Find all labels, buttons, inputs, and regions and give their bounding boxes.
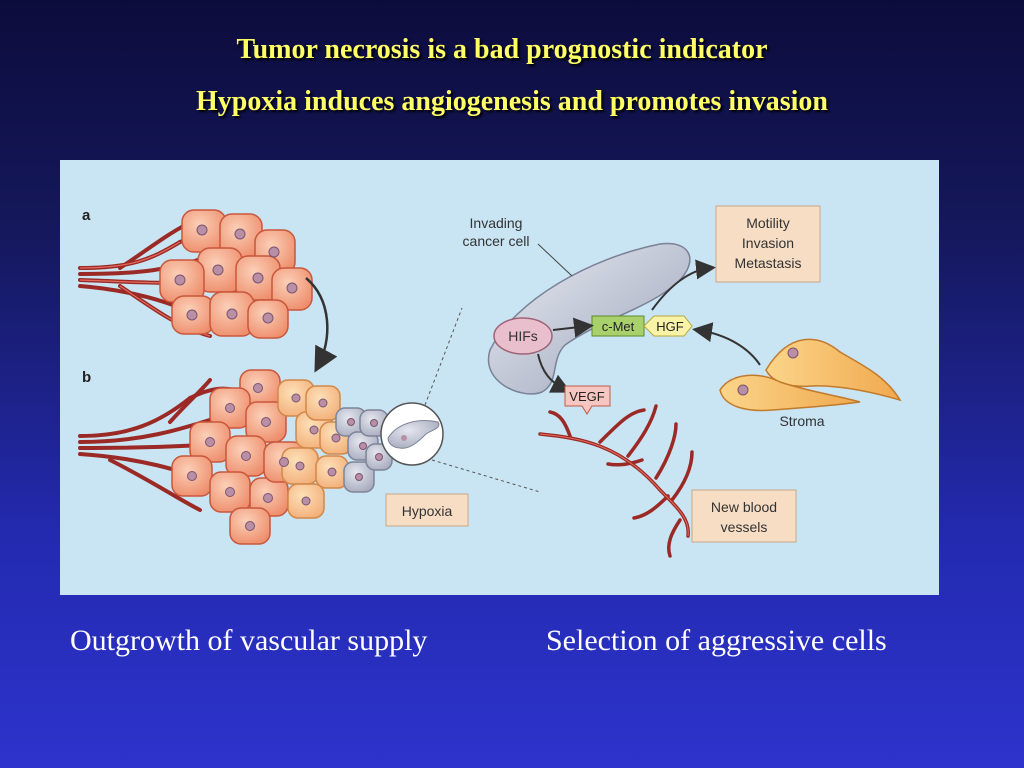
new-vessels-box [691, 489, 797, 543]
invading-label-line1: Invading [470, 215, 523, 231]
invasion-label: Invasion [742, 235, 794, 251]
invading-label-line2: cancer cell [463, 233, 530, 249]
panel-a-tumor-cluster [159, 209, 313, 339]
transition-arrow [305, 277, 338, 373]
caption-outgrowth: Outgrowth of vascular supply [70, 624, 428, 657]
motility-label: Motility [746, 215, 790, 231]
vegf-label: VEGF [569, 389, 604, 404]
vegf-marker [564, 385, 611, 415]
metastasis-label: Metastasis [735, 255, 802, 271]
diagram-canvas: a b [78, 205, 902, 558]
stroma-cell-2 [719, 374, 861, 412]
hypoxia-label-box [385, 493, 469, 527]
caption-selection: Selection of aggressive cells [546, 624, 887, 657]
panel-b-label: b [82, 369, 91, 386]
new-blood-vessels [538, 404, 694, 558]
magnifier-circle [380, 402, 444, 466]
new-vessels-label-line2: vessels [721, 519, 768, 535]
hypoxia-label: Hypoxia [402, 503, 453, 519]
cmet-label: c-Met [602, 319, 635, 334]
motility-box [715, 205, 821, 283]
hgf-ligand [643, 315, 693, 337]
panel-a-label: a [82, 207, 91, 224]
hifs-node [493, 317, 553, 355]
hgf-label: HGF [656, 319, 684, 334]
hypoxia-diagram: a b [60, 160, 939, 595]
new-vessels-label-line1: New blood [711, 499, 777, 515]
slide-title-line1: Tumor necrosis is a bad prognostic indic… [236, 34, 768, 65]
stroma-label: Stroma [779, 413, 824, 429]
slide-title-line2: Hypoxia induces angiogenesis and promote… [196, 86, 828, 117]
stroma-cell-1 [765, 338, 902, 402]
hifs-label: HIFs [508, 328, 538, 344]
